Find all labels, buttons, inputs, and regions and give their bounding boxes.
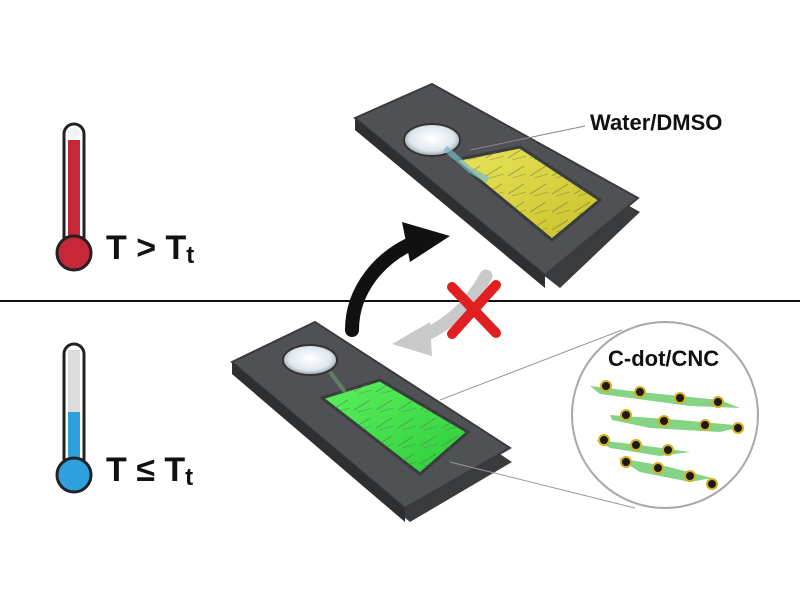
hot-thermometer-icon — [55, 122, 93, 272]
blocked-cross-icon — [447, 280, 501, 339]
solvent-leader-line — [469, 125, 586, 151]
solvent-label: Water/DMSO — [590, 110, 723, 135]
heating-arrow — [345, 222, 450, 337]
cooling-arrow-blocked — [392, 269, 493, 356]
composite-label: C-dot/CNC — [608, 346, 720, 371]
magnified-composite-circle — [571, 321, 759, 509]
top-device-yellow — [353, 82, 640, 288]
top-temperature-label: T > Tt — [106, 229, 195, 269]
zoom-line-bottom — [449, 461, 636, 509]
bottom-device-green — [230, 320, 512, 522]
zoom-line-top — [439, 329, 623, 401]
bottom-temperature-label: T ≤ Tt — [106, 451, 194, 491]
cold-thermometer-icon — [55, 342, 93, 494]
